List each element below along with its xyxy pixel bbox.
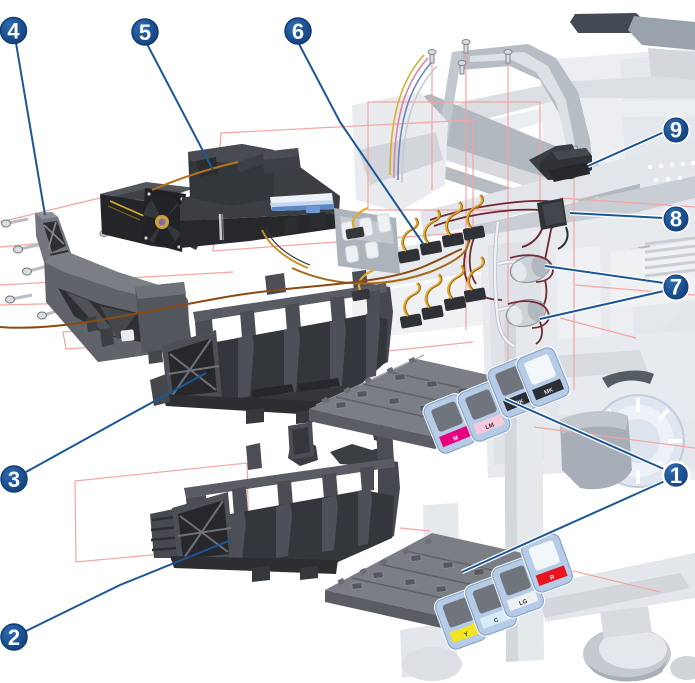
svg-text:PK: PK bbox=[515, 398, 526, 407]
svg-text:8: 8 bbox=[670, 207, 682, 232]
svg-text:9: 9 bbox=[670, 118, 682, 143]
svg-text:MK: MK bbox=[544, 387, 556, 396]
svg-text:LG: LG bbox=[519, 599, 529, 608]
svg-text:C: C bbox=[493, 617, 500, 624]
svg-text:LM: LM bbox=[485, 422, 495, 431]
svg-text:6: 6 bbox=[292, 19, 304, 44]
svg-text:M: M bbox=[453, 435, 460, 442]
svg-text:5: 5 bbox=[139, 20, 151, 45]
svg-text:3: 3 bbox=[8, 467, 20, 492]
svg-text:7: 7 bbox=[670, 275, 682, 300]
svg-text:2: 2 bbox=[8, 625, 20, 650]
svg-text:1: 1 bbox=[670, 463, 682, 488]
svg-text:4: 4 bbox=[7, 19, 20, 44]
svg-text:R: R bbox=[549, 574, 556, 581]
svg-text:Y: Y bbox=[464, 632, 470, 639]
